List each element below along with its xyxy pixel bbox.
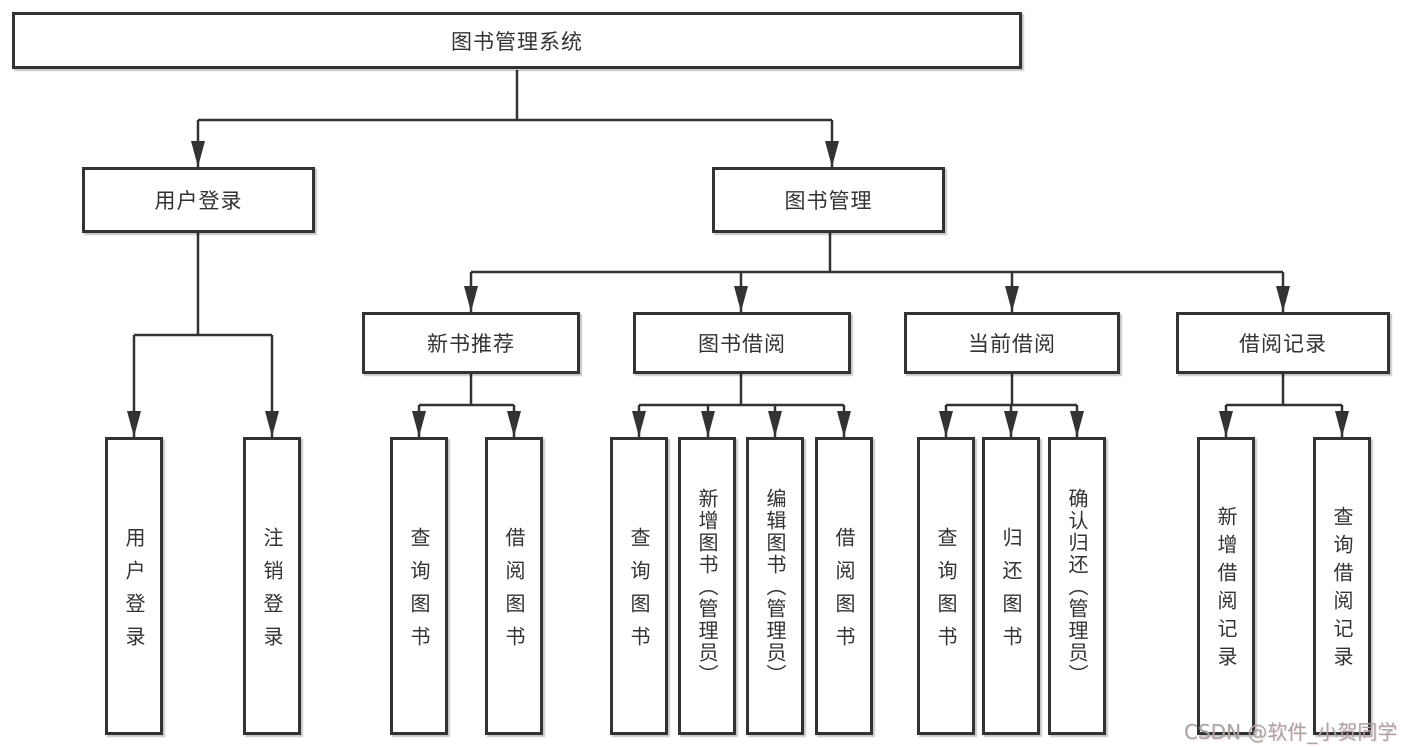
leaf-borrow-books-borrowing-label: 借阅图书 xyxy=(832,526,856,659)
leaf-query-books-current: 查询图书 xyxy=(917,437,975,735)
node-root-library-system: 图书管理系统 xyxy=(12,12,1022,69)
connector-root-to-level2 xyxy=(191,70,839,167)
leaf-user-login: 用户登录 xyxy=(105,437,163,735)
leaf-add-books-admin-label: 新增图书（管理员） xyxy=(695,488,719,686)
node-current-borrowing: 当前借阅 xyxy=(904,312,1120,374)
node-user-login: 用户登录 xyxy=(82,167,315,233)
leaf-logout-label: 注销登录 xyxy=(260,526,284,659)
node-user-login-label: 用户登录 xyxy=(154,189,243,213)
node-root-label: 图书管理系统 xyxy=(451,29,583,54)
leaf-query-books-borrowing-label: 查询图书 xyxy=(627,526,651,659)
leaf-add-borrow-record: 新增借阅记录 xyxy=(1197,437,1255,735)
leaf-return-books: 归还图书 xyxy=(982,437,1040,735)
leaf-query-books-newbook: 查询图书 xyxy=(390,437,448,735)
leaf-borrow-books-newbook-label: 借阅图书 xyxy=(502,526,526,659)
leaf-edit-books-admin: 编辑图书（管理员） xyxy=(746,437,804,735)
leaf-edit-books-admin-label: 编辑图书（管理员） xyxy=(763,488,787,686)
node-new-book-recommend-label: 新书推荐 xyxy=(427,332,515,356)
node-book-borrowing-label: 图书借阅 xyxy=(698,332,786,356)
node-new-book-recommend: 新书推荐 xyxy=(362,312,580,374)
node-borrow-records-label: 借阅记录 xyxy=(1239,332,1327,356)
leaf-confirm-return-admin-label: 确认归还（管理员） xyxy=(1065,488,1089,686)
connector-mgmt-to-level3 xyxy=(464,233,1290,312)
connector-current-branch xyxy=(939,374,1084,437)
leaf-add-borrow-record-label: 新增借阅记录 xyxy=(1214,506,1238,674)
connector-newbook-branch xyxy=(412,374,521,437)
node-borrow-records: 借阅记录 xyxy=(1176,312,1390,374)
leaf-confirm-return-admin: 确认归还（管理员） xyxy=(1048,437,1106,735)
node-book-management-label: 图书管理 xyxy=(784,189,873,213)
connector-login-branch xyxy=(127,233,279,437)
leaf-return-books-label: 归还图书 xyxy=(999,526,1023,659)
node-book-borrowing: 图书借阅 xyxy=(633,312,851,374)
leaf-query-books-borrowing: 查询图书 xyxy=(610,437,668,735)
leaf-add-books-admin: 新增图书（管理员） xyxy=(678,437,736,735)
leaf-query-borrow-record: 查询借阅记录 xyxy=(1313,437,1371,735)
leaf-query-borrow-record-label: 查询借阅记录 xyxy=(1330,506,1354,674)
connector-records-branch xyxy=(1219,374,1349,437)
csdn-watermark: CSDN @软件_小贺同学 xyxy=(1184,720,1398,744)
leaf-borrow-books-newbook: 借阅图书 xyxy=(485,437,543,735)
node-current-borrowing-label: 当前借阅 xyxy=(968,332,1056,356)
connector-borrow-branch xyxy=(632,374,851,437)
leaf-query-books-newbook-label: 查询图书 xyxy=(407,526,431,659)
leaf-user-login-label: 用户登录 xyxy=(122,526,146,659)
leaf-logout: 注销登录 xyxy=(243,437,301,735)
node-book-management: 图书管理 xyxy=(712,167,945,233)
leaf-borrow-books-borrowing: 借阅图书 xyxy=(815,437,873,735)
leaf-query-books-current-label: 查询图书 xyxy=(934,526,958,659)
